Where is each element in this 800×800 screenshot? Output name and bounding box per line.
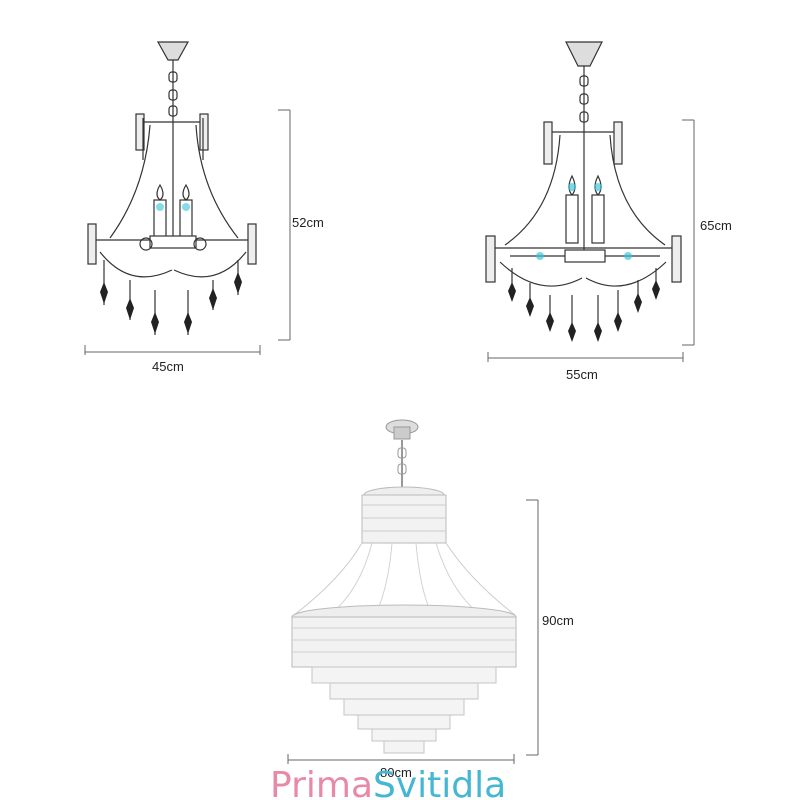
small-width-label: 45cm (152, 359, 184, 374)
brand-logo-svitidla: Svitidla (373, 765, 506, 800)
medium-dimension-lines (487, 119, 695, 362)
chandelier-medium-drawing (485, 41, 682, 340)
medium-width-label: 55cm (566, 367, 598, 382)
small-height-label: 52cm (292, 215, 324, 230)
chandelier-medium-bulbs (536, 183, 632, 260)
small-dimension-lines (84, 109, 291, 355)
chandelier-small-drawing (87, 41, 257, 335)
brand-logo: PrimaSvitidla (270, 765, 506, 800)
chandelier-large-photo (291, 419, 517, 754)
chandelier-small-crystals (100, 272, 242, 334)
large-dimension-lines (287, 499, 539, 764)
brand-logo-prima: Prima (270, 765, 373, 800)
medium-height-label: 65cm (700, 218, 732, 233)
large-width-label: 80cm (380, 765, 412, 780)
large-height-label: 90cm (542, 613, 574, 628)
chandelier-small-bulbs (156, 203, 190, 211)
chandelier-medium-crystals (508, 280, 660, 342)
